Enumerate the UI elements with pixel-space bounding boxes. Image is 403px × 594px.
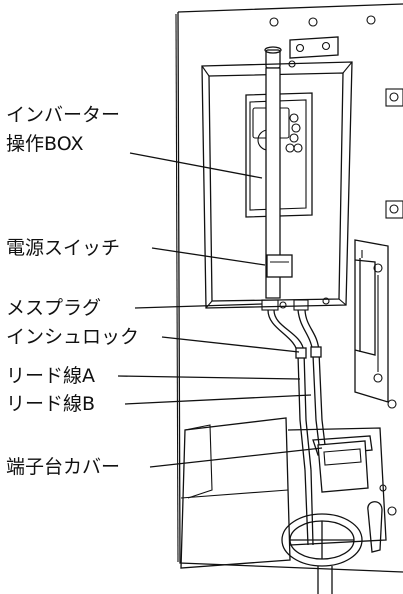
lower-assembly xyxy=(180,417,387,594)
label-inverter-box-line2: 操作BOX xyxy=(6,133,84,155)
label-lead-wire-b: リード線B xyxy=(6,393,96,415)
side-bracket xyxy=(354,239,389,403)
label-lead-wire-a: リード線A xyxy=(6,365,95,387)
label-insulock: インシュロック xyxy=(6,326,140,348)
leader-lines xyxy=(117,152,323,468)
lead-wires xyxy=(267,309,330,546)
label-inverter-box-line1: インバーター xyxy=(6,104,121,126)
label-power-switch: 電源スイッチ xyxy=(6,237,121,259)
cabinet-panel xyxy=(175,3,403,573)
label-terminal-cover: 端子台カバー xyxy=(6,456,121,478)
label-female-plug: メスプラグ xyxy=(6,297,102,319)
inverter-box xyxy=(201,46,353,311)
